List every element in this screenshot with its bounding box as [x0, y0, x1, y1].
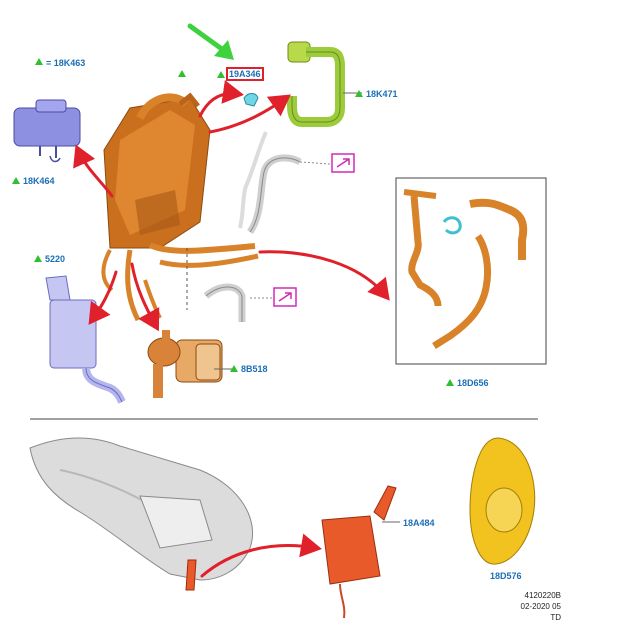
heater-18a484 — [321, 485, 397, 619]
triangle-icon-8b518 — [230, 365, 238, 372]
triangle-icon-19a346 — [217, 71, 225, 78]
dashboard-panel — [29, 437, 254, 591]
callout-icon-lower — [273, 287, 297, 307]
triangle-icon-assembly — [178, 70, 186, 77]
label-18d576[interactable]: 18D576 — [490, 571, 522, 581]
footer-code: 4120220B — [524, 591, 561, 600]
arrow-to-5220 — [88, 270, 118, 325]
module-18k464 — [13, 99, 81, 163]
grey-hose-upper — [238, 131, 331, 235]
reservoir-18d576 — [469, 437, 536, 565]
hose-18k471 — [287, 41, 345, 127]
label-18d656[interactable]: 18D656 — [457, 378, 489, 388]
footer-note: 4120220B 02-2020 05 TD — [521, 590, 561, 623]
arrow-to-19a346 — [198, 80, 244, 118]
hoses-18d656 — [403, 189, 528, 349]
label-8b518[interactable]: 8B518 — [241, 364, 268, 374]
triangle-icon-5220 — [34, 255, 42, 262]
footer-date: 02-2020 05 — [520, 602, 561, 611]
triangle-icon-18k464 — [12, 177, 20, 184]
green-pointer-arrow — [187, 23, 234, 60]
label-18a484[interactable]: 18A484 — [403, 518, 435, 528]
triangle-icon-18d656 — [446, 379, 454, 386]
clip-19a346 — [243, 93, 259, 107]
label-5220[interactable]: 5220 — [45, 254, 66, 264]
label-19a346[interactable]: 19A346 — [226, 67, 264, 81]
arrow-to-8b518 — [130, 262, 160, 332]
footer-id: TD — [550, 613, 561, 622]
legend-text: = 18K463 — [46, 58, 86, 68]
arrow-to-18d656 — [258, 250, 390, 301]
grey-hose-lower — [203, 283, 272, 322]
label-18k471[interactable]: 18K471 — [366, 89, 398, 99]
callout-icon-upper — [331, 153, 355, 173]
pump-8b518 — [147, 330, 223, 398]
arrow-to-18a484 — [200, 533, 322, 578]
arrow-to-18k464 — [73, 144, 114, 198]
label-18k464[interactable]: 18K464 — [23, 176, 55, 186]
legend-triangle-icon — [35, 58, 43, 65]
kit-box-18d656 — [395, 177, 547, 365]
component-5220 — [45, 275, 126, 404]
triangle-icon-18k471 — [355, 90, 363, 97]
arrow-to-18k471 — [208, 94, 291, 134]
